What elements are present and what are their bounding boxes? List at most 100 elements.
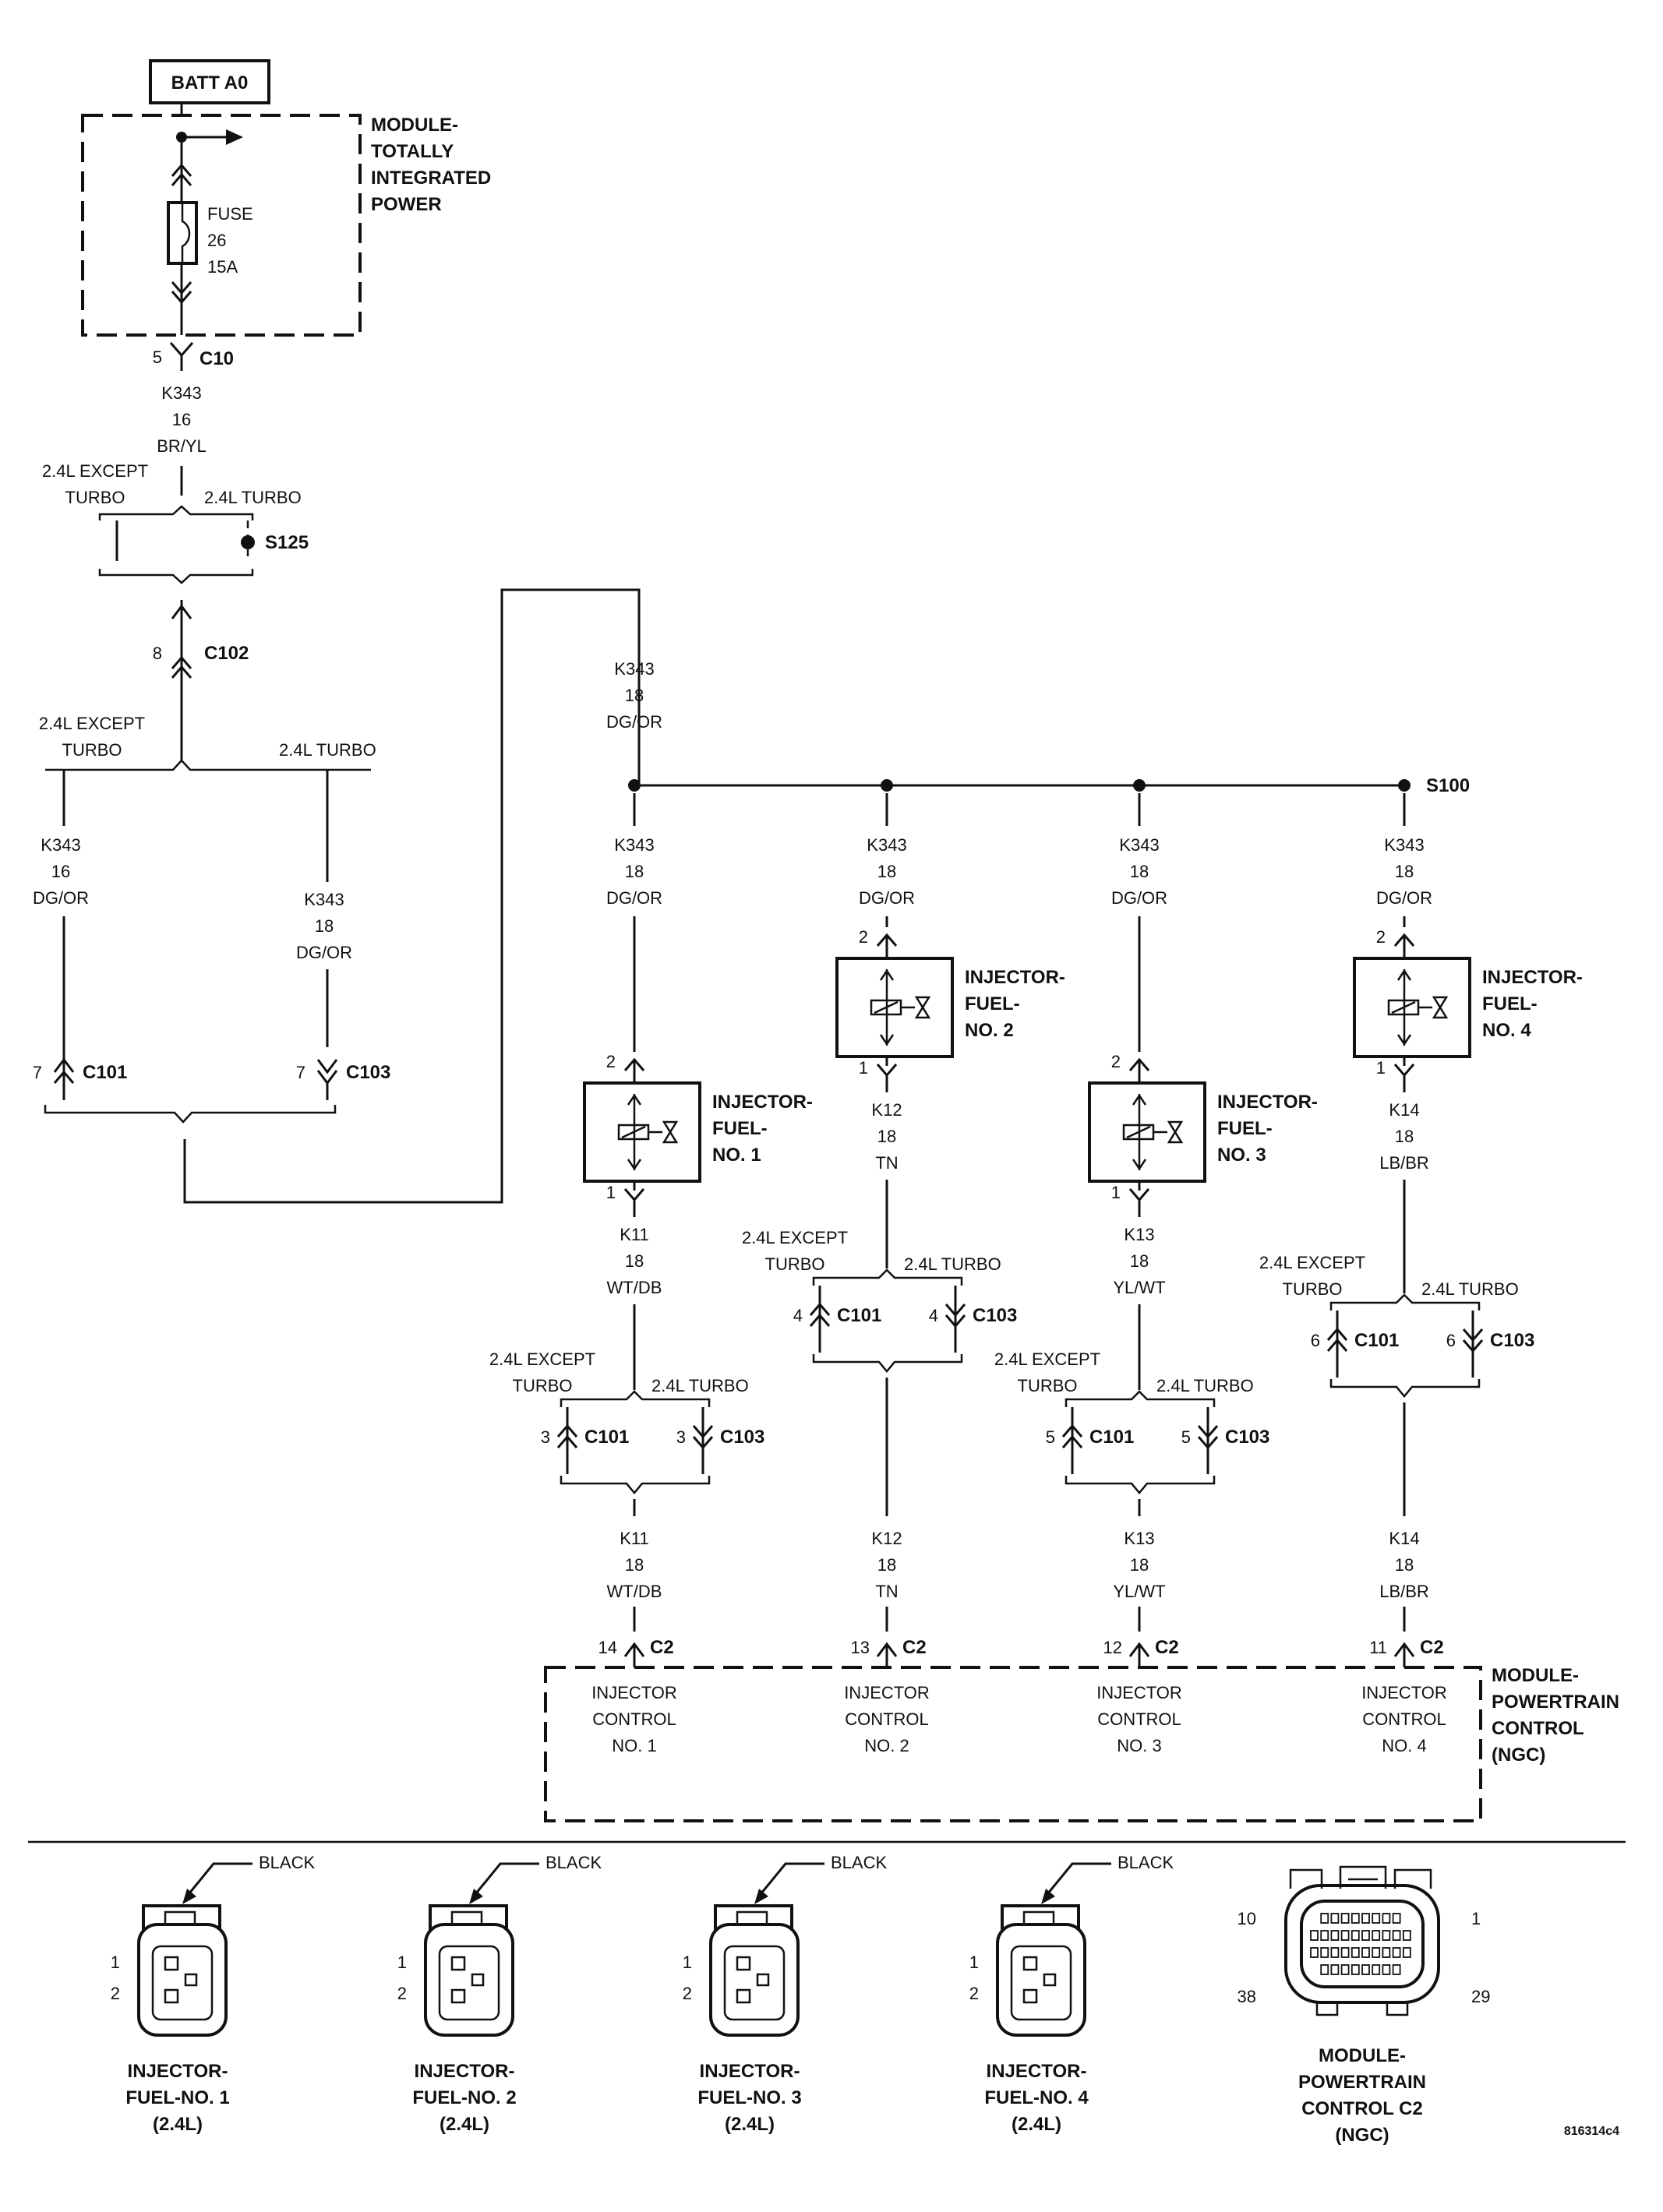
injector-4-variant-right: 2.4L TURBO: [1421, 1279, 1519, 1299]
main-branch-labels: 2.4L EXCEPT TURBO 2.4L TURBO: [39, 714, 376, 760]
injector-2-c103-label: C103: [973, 1305, 1017, 1326]
c101-main-pin: 7: [33, 1063, 42, 1082]
injector-4-c103-pin: 6: [1446, 1331, 1456, 1350]
injector-1-c103-pin: 3: [676, 1427, 686, 1447]
c101-main-label: C101: [83, 1062, 127, 1083]
injector-1-connector-pin-1: 1: [111, 1953, 120, 1972]
injector-4-pin2-connector-icon: [1393, 933, 1415, 958]
injector-3-pin2-connector-icon: [1128, 1057, 1150, 1083]
s100-label: S100: [1426, 775, 1470, 796]
svg-text:15A: 15A: [207, 257, 238, 277]
pcm-c2-title: MODULE- POWERTRAIN CONTROL C2 (NGC): [1298, 2045, 1426, 2146]
svg-text:18: 18: [625, 686, 644, 705]
svg-text:NO. 1: NO. 1: [712, 1145, 761, 1166]
svg-text:NO. 2: NO. 2: [965, 1020, 1014, 1041]
injector-3-pcm-wire-label: K13: [1124, 1529, 1154, 1548]
injector-2-pin-out: 1: [859, 1058, 868, 1078]
svg-text:16: 16: [172, 410, 191, 429]
svg-text:NO. 4: NO. 4: [1382, 1736, 1426, 1755]
riser-wire: [183, 588, 641, 1204]
injector-2-terminal-1: [450, 1956, 466, 1971]
injector-1-merge-brace: [560, 1476, 711, 1494]
injector-4-c101-label: C101: [1354, 1330, 1399, 1351]
feed-wire-label: K343 16 BR/YL: [157, 383, 207, 456]
svg-text:TN: TN: [875, 1582, 898, 1601]
pcm-c2-pin-1: 1: [1471, 1909, 1481, 1928]
pcm-module-outline: [544, 1666, 1482, 1822]
injector-4-pcm-wire-label: K14: [1389, 1529, 1419, 1548]
svg-text:18: 18: [315, 916, 334, 936]
svg-text:2.4L TURBO: 2.4L TURBO: [279, 740, 376, 760]
svg-text:18: 18: [1130, 1555, 1149, 1575]
c103-main-pin: 7: [296, 1063, 305, 1082]
injector-3-c103-label: C103: [1225, 1427, 1269, 1448]
injector-1-c101-pin: 3: [541, 1427, 550, 1447]
tipm-module-outline: [81, 114, 362, 337]
fuse-out-connector-icon: [171, 281, 192, 305]
svg-text:FUEL-: FUEL-: [712, 1118, 768, 1139]
injector-1-terminal-2: [164, 1988, 179, 2004]
svg-text:16: 16: [51, 862, 70, 881]
svg-text:DG/OR: DG/OR: [296, 943, 352, 962]
s125-bottom-brace: [98, 569, 254, 584]
c101-main-connector-icon: [53, 1057, 75, 1084]
injector-4-c101-pin: 6: [1311, 1331, 1320, 1350]
c10-pin: 5: [153, 347, 162, 367]
injector-2-pin1-connector-icon: [876, 1057, 898, 1092]
injector-2-c2-connector-icon: [876, 1642, 898, 1667]
injector-3-c103-connector-icon: [1197, 1425, 1219, 1450]
injector-1-c2-connector-icon: [623, 1642, 645, 1667]
pcm-c2-pin-38: 38: [1238, 1987, 1256, 2006]
injector-1-connector-pin-2: 2: [111, 1984, 120, 2003]
pcm-c2-pin-grid: [1310, 1913, 1411, 1975]
injector-4-c2-pin: 11: [1369, 1638, 1387, 1657]
injector-4-pin1-connector-icon: [1393, 1057, 1415, 1092]
svg-text:FUEL-: FUEL-: [965, 993, 1020, 1014]
injector-1-variant-right: 2.4L TURBO: [651, 1376, 749, 1395]
svg-text:LB/BR: LB/BR: [1379, 1582, 1429, 1601]
svg-text:CONTROL: CONTROL: [592, 1709, 676, 1729]
injector-2-connector-pin-1: 1: [397, 1953, 407, 1972]
svg-text:(NGC): (NGC): [1335, 2125, 1389, 2146]
injector-1-c103-connector-icon: [692, 1425, 714, 1450]
injector-3-terminal-1: [736, 1956, 751, 1971]
injector-2-pin-in: 2: [859, 927, 868, 947]
injector-1-pin1-connector-icon: [623, 1181, 645, 1217]
svg-text:LB/BR: LB/BR: [1379, 1153, 1429, 1173]
injector-4-pcm-function: INJECTOR: [1361, 1683, 1447, 1702]
injector-4-terminal-1: [1022, 1956, 1038, 1971]
svg-text:DG/OR: DG/OR: [606, 888, 662, 908]
injector-3-name: INJECTOR-: [1217, 1092, 1318, 1113]
svg-text:NO. 3: NO. 3: [1217, 1145, 1266, 1166]
svg-text:TURBO: TURBO: [62, 740, 122, 760]
svg-text:26: 26: [207, 231, 226, 250]
svg-text:DG/OR: DG/OR: [33, 888, 89, 908]
injector-1-pin-in: 2: [606, 1052, 616, 1071]
injector-2-c101-connector-icon: [809, 1302, 831, 1327]
injector-3-c101-pin: 5: [1046, 1427, 1055, 1447]
injector-4-out-wire-label: K14: [1389, 1100, 1419, 1120]
injector-1-c2-pin: 14: [598, 1638, 617, 1657]
s100-splice-dot-3: [1133, 779, 1146, 792]
svg-text:CONTROL: CONTROL: [1492, 1718, 1584, 1739]
main-branch-brace: [45, 759, 371, 771]
svg-text:DG/OR: DG/OR: [1111, 888, 1167, 908]
injector-3-c101-label: C101: [1089, 1427, 1134, 1448]
s125-label: S125: [265, 532, 309, 553]
c102-label: C102: [204, 643, 249, 664]
svg-text:TURBO: TURBO: [765, 1254, 825, 1274]
svg-text:18: 18: [1130, 862, 1149, 881]
svg-text:K343: K343: [614, 659, 654, 679]
svg-text:TN: TN: [875, 1153, 898, 1173]
svg-text:MODULE-: MODULE-: [1492, 1665, 1579, 1686]
injector-4-connector-pin-2: 2: [969, 1984, 979, 2003]
injector-1-terminal-1: [164, 1956, 179, 1971]
injector-3-variant-left: 2.4L EXCEPT: [994, 1349, 1100, 1369]
injector-1-c101-connector-icon: [556, 1424, 578, 1448]
svg-text:FUEL-: FUEL-: [1482, 993, 1538, 1014]
injector-3-c101-connector-icon: [1061, 1424, 1083, 1448]
